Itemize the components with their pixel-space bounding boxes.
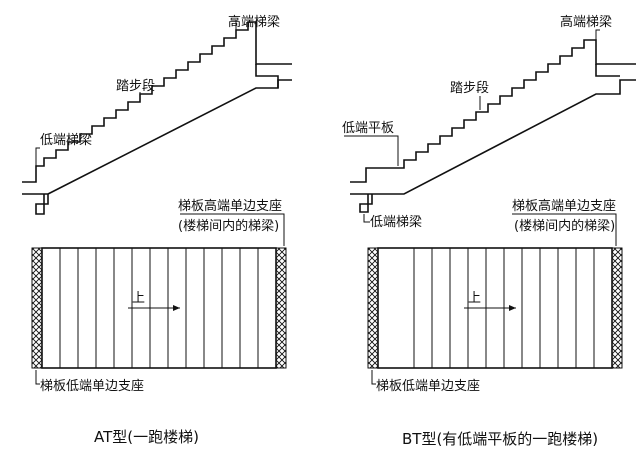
bt-label-support-high-2: (楼梯间内的梯梁) <box>514 218 615 234</box>
bt-label-low-beam: 低端梯梁 <box>370 215 422 230</box>
at-label-support-low: 梯板低端单边支座 <box>40 379 144 394</box>
at-label-support-high-2: (楼梯间内的梯梁) <box>178 218 279 234</box>
bt-stair-section: 高端梯梁 踏步段 低端平板 低端梯梁 <box>342 14 636 230</box>
bt-support-high-hatch <box>611 247 623 369</box>
bt-leader-low-beam <box>363 214 370 223</box>
at-support-high-hatch <box>275 247 287 369</box>
bt-high-beam-shape <box>595 64 620 77</box>
bt-leader-support-low <box>371 370 376 385</box>
bt-stair-soffit <box>350 79 636 213</box>
bt-leader-high-beam <box>595 29 600 40</box>
at-leader-low-beam <box>35 147 40 180</box>
bt-label-up: 上 <box>468 291 481 306</box>
bt-label-flight: 踏步段 <box>450 81 489 96</box>
bt-caption: BT型(有低端平板的一跑楼梯) <box>402 430 598 448</box>
at-leader-support-low <box>35 370 40 385</box>
bt-stair-plan: 上 梯板高端单边支座 (楼梯间内的梯梁) 梯板低端单边支座 <box>367 198 623 394</box>
at-caption: AT型(一跑楼梯) <box>94 428 199 446</box>
at-stair-section: 高端梯梁 踏步段 低端梯梁 <box>22 14 292 215</box>
bt-support-low-hatch <box>367 247 379 369</box>
bt-leader-low-slab <box>344 135 399 166</box>
at-high-beam-shape <box>255 64 279 88</box>
at-label-up: 上 <box>132 291 145 306</box>
at-support-low-hatch <box>31 247 43 369</box>
bt-plan-outline <box>377 247 613 369</box>
at-stair-steps <box>22 21 292 183</box>
bt-label-high-beam: 高端梯梁 <box>560 14 612 30</box>
at-label-high-beam: 高端梯梁 <box>228 14 280 30</box>
bt-leader-support-high <box>512 213 617 246</box>
at-plan-outline <box>41 247 277 369</box>
bt-label-support-high-1: 梯板高端单边支座 <box>512 198 616 214</box>
bt-stair-steps <box>350 39 636 183</box>
at-leader-support-high <box>180 213 285 246</box>
at-label-support-high-1: 梯板高端单边支座 <box>178 198 282 214</box>
at-stair-plan: 上 梯板高端单边支座 (楼梯间内的梯梁) 梯板低端单边支座 <box>31 198 287 394</box>
at-label-flight: 踏步段 <box>116 79 155 94</box>
bt-label-low-slab: 低端平板 <box>342 121 394 136</box>
bt-label-support-low: 梯板低端单边支座 <box>376 379 480 394</box>
at-label-low-beam: 低端梯梁 <box>40 133 92 148</box>
at-leader-high-beam <box>232 19 237 30</box>
